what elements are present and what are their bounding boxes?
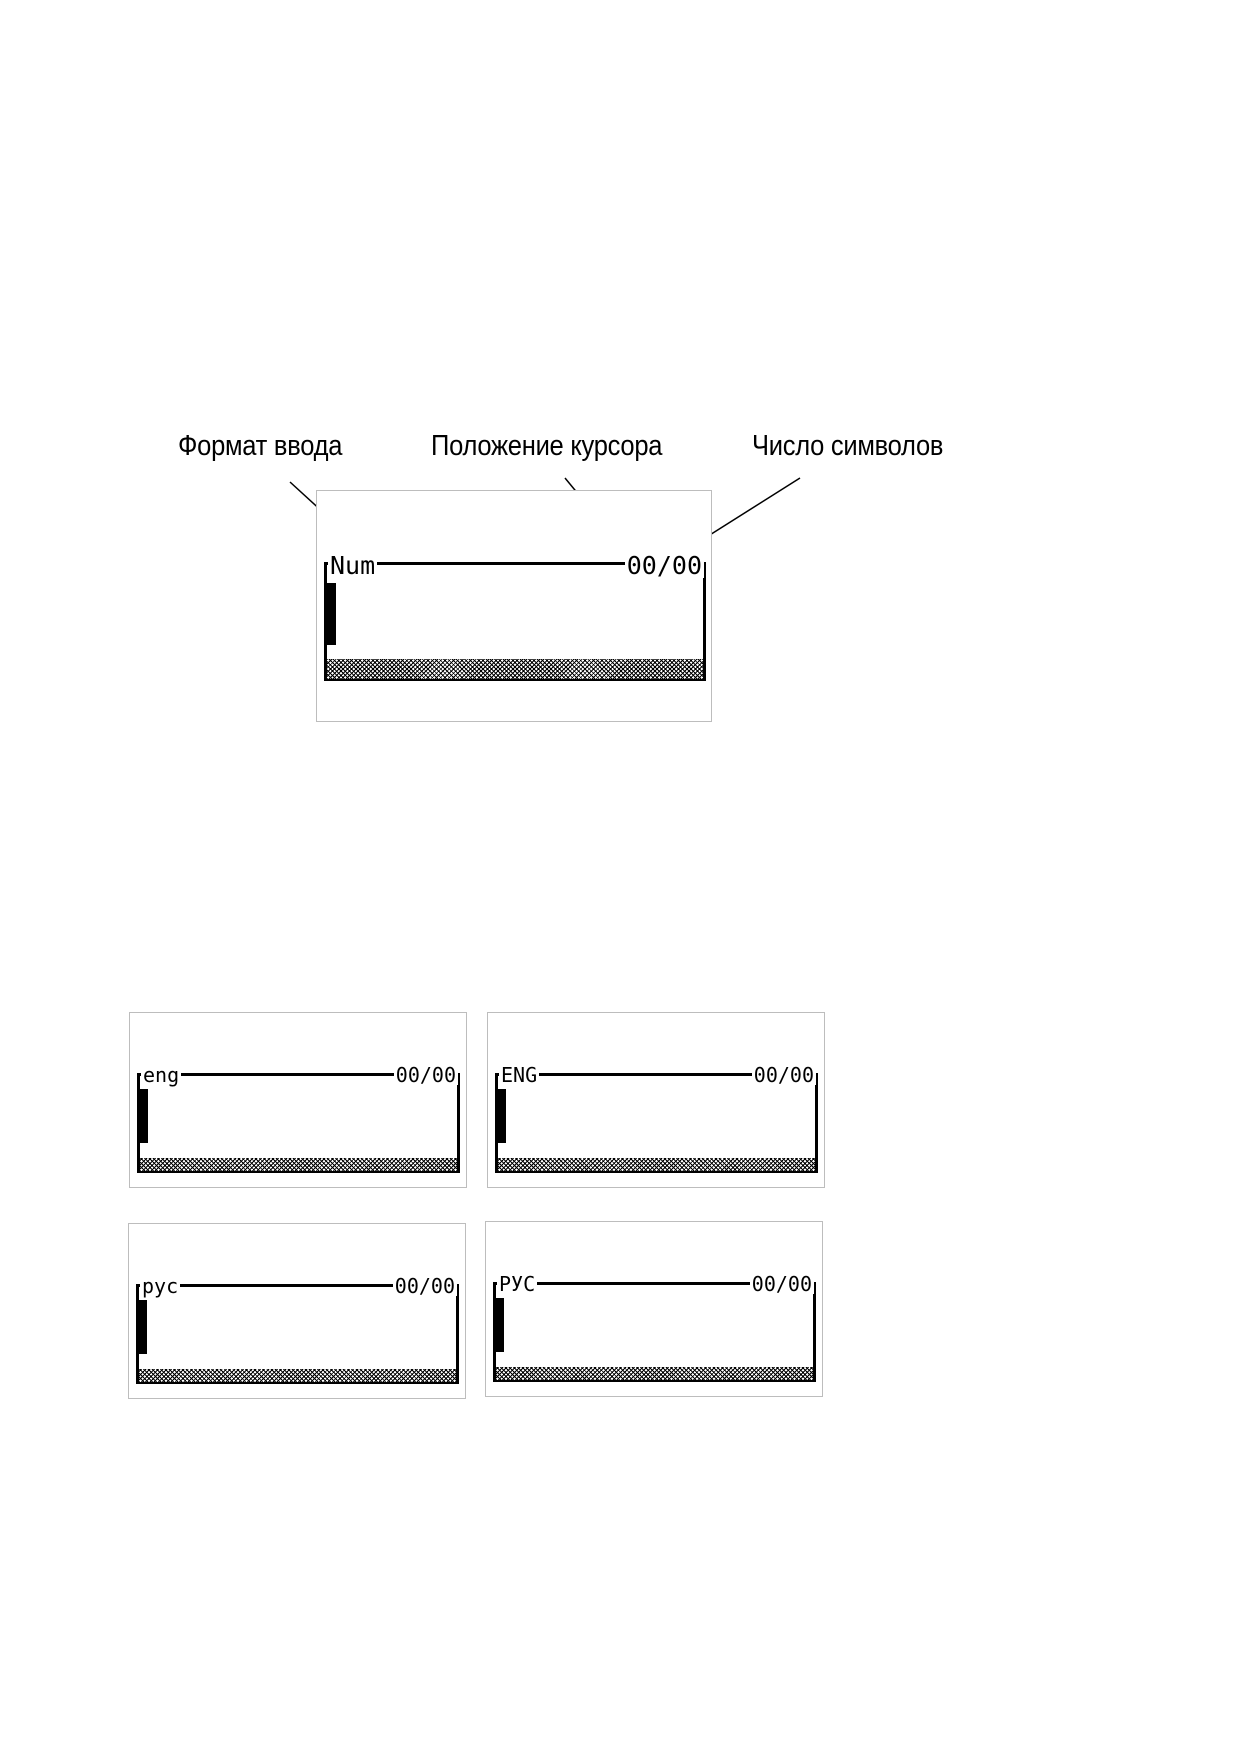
lcd-frame	[495, 1073, 818, 1173]
eng-upper-screen-panel: ENG 00/00	[487, 1012, 825, 1188]
eng-lower-screen-panel: eng 00/00	[129, 1012, 467, 1188]
cursor-counter: 00/00	[624, 551, 704, 580]
input-format-label: ENG	[499, 1063, 540, 1087]
cursor-counter: 00/00	[751, 1063, 816, 1087]
cursor-counter: 00/00	[393, 1063, 458, 1087]
scroll-bar	[327, 659, 703, 681]
input-format-label: Num	[328, 551, 378, 580]
scroll-bar	[139, 1369, 456, 1384]
input-format-label: eng	[141, 1063, 182, 1087]
rus-upper-screen-panel: РУС 00/00	[485, 1221, 823, 1397]
scroll-bar	[140, 1158, 457, 1173]
text-cursor	[496, 1298, 504, 1352]
main-screen-panel: Num 00/00	[316, 490, 712, 722]
input-format-label: рус	[140, 1274, 181, 1298]
lcd-frame	[324, 562, 706, 681]
lcd-rus-lower: рус 00/00	[136, 1276, 459, 1384]
lcd-main: Num 00/00	[324, 553, 706, 681]
lcd-frame	[493, 1282, 816, 1382]
scroll-bar	[496, 1367, 813, 1382]
lcd-eng-upper: ENG 00/00	[495, 1065, 818, 1173]
cursor-position-callout: Положение курсора	[431, 430, 663, 462]
cursor-counter: 00/00	[749, 1272, 814, 1296]
lcd-top-border	[324, 562, 706, 565]
lcd-eng-lower: eng 00/00	[137, 1065, 460, 1173]
text-cursor	[139, 1300, 147, 1354]
lcd-top-border	[495, 1073, 818, 1076]
lcd-top-border	[493, 1282, 816, 1285]
input-format-label: РУС	[497, 1272, 538, 1296]
lcd-top-border	[136, 1284, 459, 1287]
lcd-frame	[137, 1073, 460, 1173]
text-cursor	[140, 1089, 148, 1143]
input-format-callout: Формат ввода	[178, 430, 343, 462]
lcd-top-border	[137, 1073, 460, 1076]
rus-lower-screen-panel: рус 00/00	[128, 1223, 466, 1399]
lcd-rus-upper: РУС 00/00	[493, 1274, 816, 1382]
lcd-frame	[136, 1284, 459, 1384]
text-cursor	[498, 1089, 506, 1143]
scroll-bar	[498, 1158, 815, 1173]
char-count-callout: Число символов	[752, 430, 944, 462]
cursor-counter: 00/00	[392, 1274, 457, 1298]
text-cursor	[327, 583, 336, 645]
